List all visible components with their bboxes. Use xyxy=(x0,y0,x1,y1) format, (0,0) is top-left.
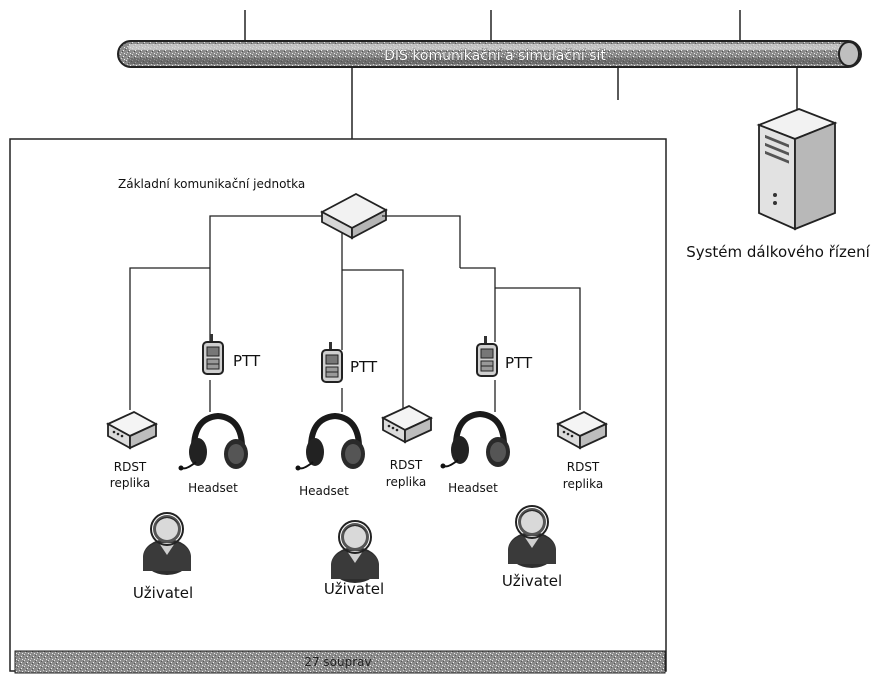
rdst-label-2-line2: replika xyxy=(386,475,426,489)
headset-label-3: Headset xyxy=(448,481,498,495)
rdst-label-1-line1: RDST xyxy=(114,460,147,474)
hub-label: Základní komunikační jednotka xyxy=(118,177,305,191)
headset-label-1: Headset xyxy=(188,481,238,495)
rdst-label-3-line2: replika xyxy=(563,477,603,491)
station-wiring xyxy=(129,215,581,412)
headset-label-2: Headset xyxy=(299,484,349,498)
hub-device xyxy=(320,192,388,240)
station-footer-label: 27 souprav xyxy=(304,655,371,669)
rdst-label-1-line2: replika xyxy=(110,476,150,490)
user-label-3: Uživatel xyxy=(502,572,562,590)
rdst-label-3-line1: RDST xyxy=(567,460,600,474)
remote-system-label: Systém dálkového řízení xyxy=(686,243,870,261)
ptt-label-1: PTT xyxy=(233,352,261,370)
user-label-2: Uživatel xyxy=(324,580,384,598)
server-icon xyxy=(756,108,838,231)
ptt-label-2: PTT xyxy=(350,358,378,376)
network-bus-label: DIS komunikační a simulační síť xyxy=(384,48,606,64)
network-bus: DIS komunikační a simulační síť xyxy=(117,40,862,68)
station-footer: 27 souprav xyxy=(14,650,666,674)
rdst-label-2-line1: RDST xyxy=(390,458,423,472)
ptt-label-3: PTT xyxy=(505,354,533,372)
user-label-1: Uživatel xyxy=(133,584,193,602)
